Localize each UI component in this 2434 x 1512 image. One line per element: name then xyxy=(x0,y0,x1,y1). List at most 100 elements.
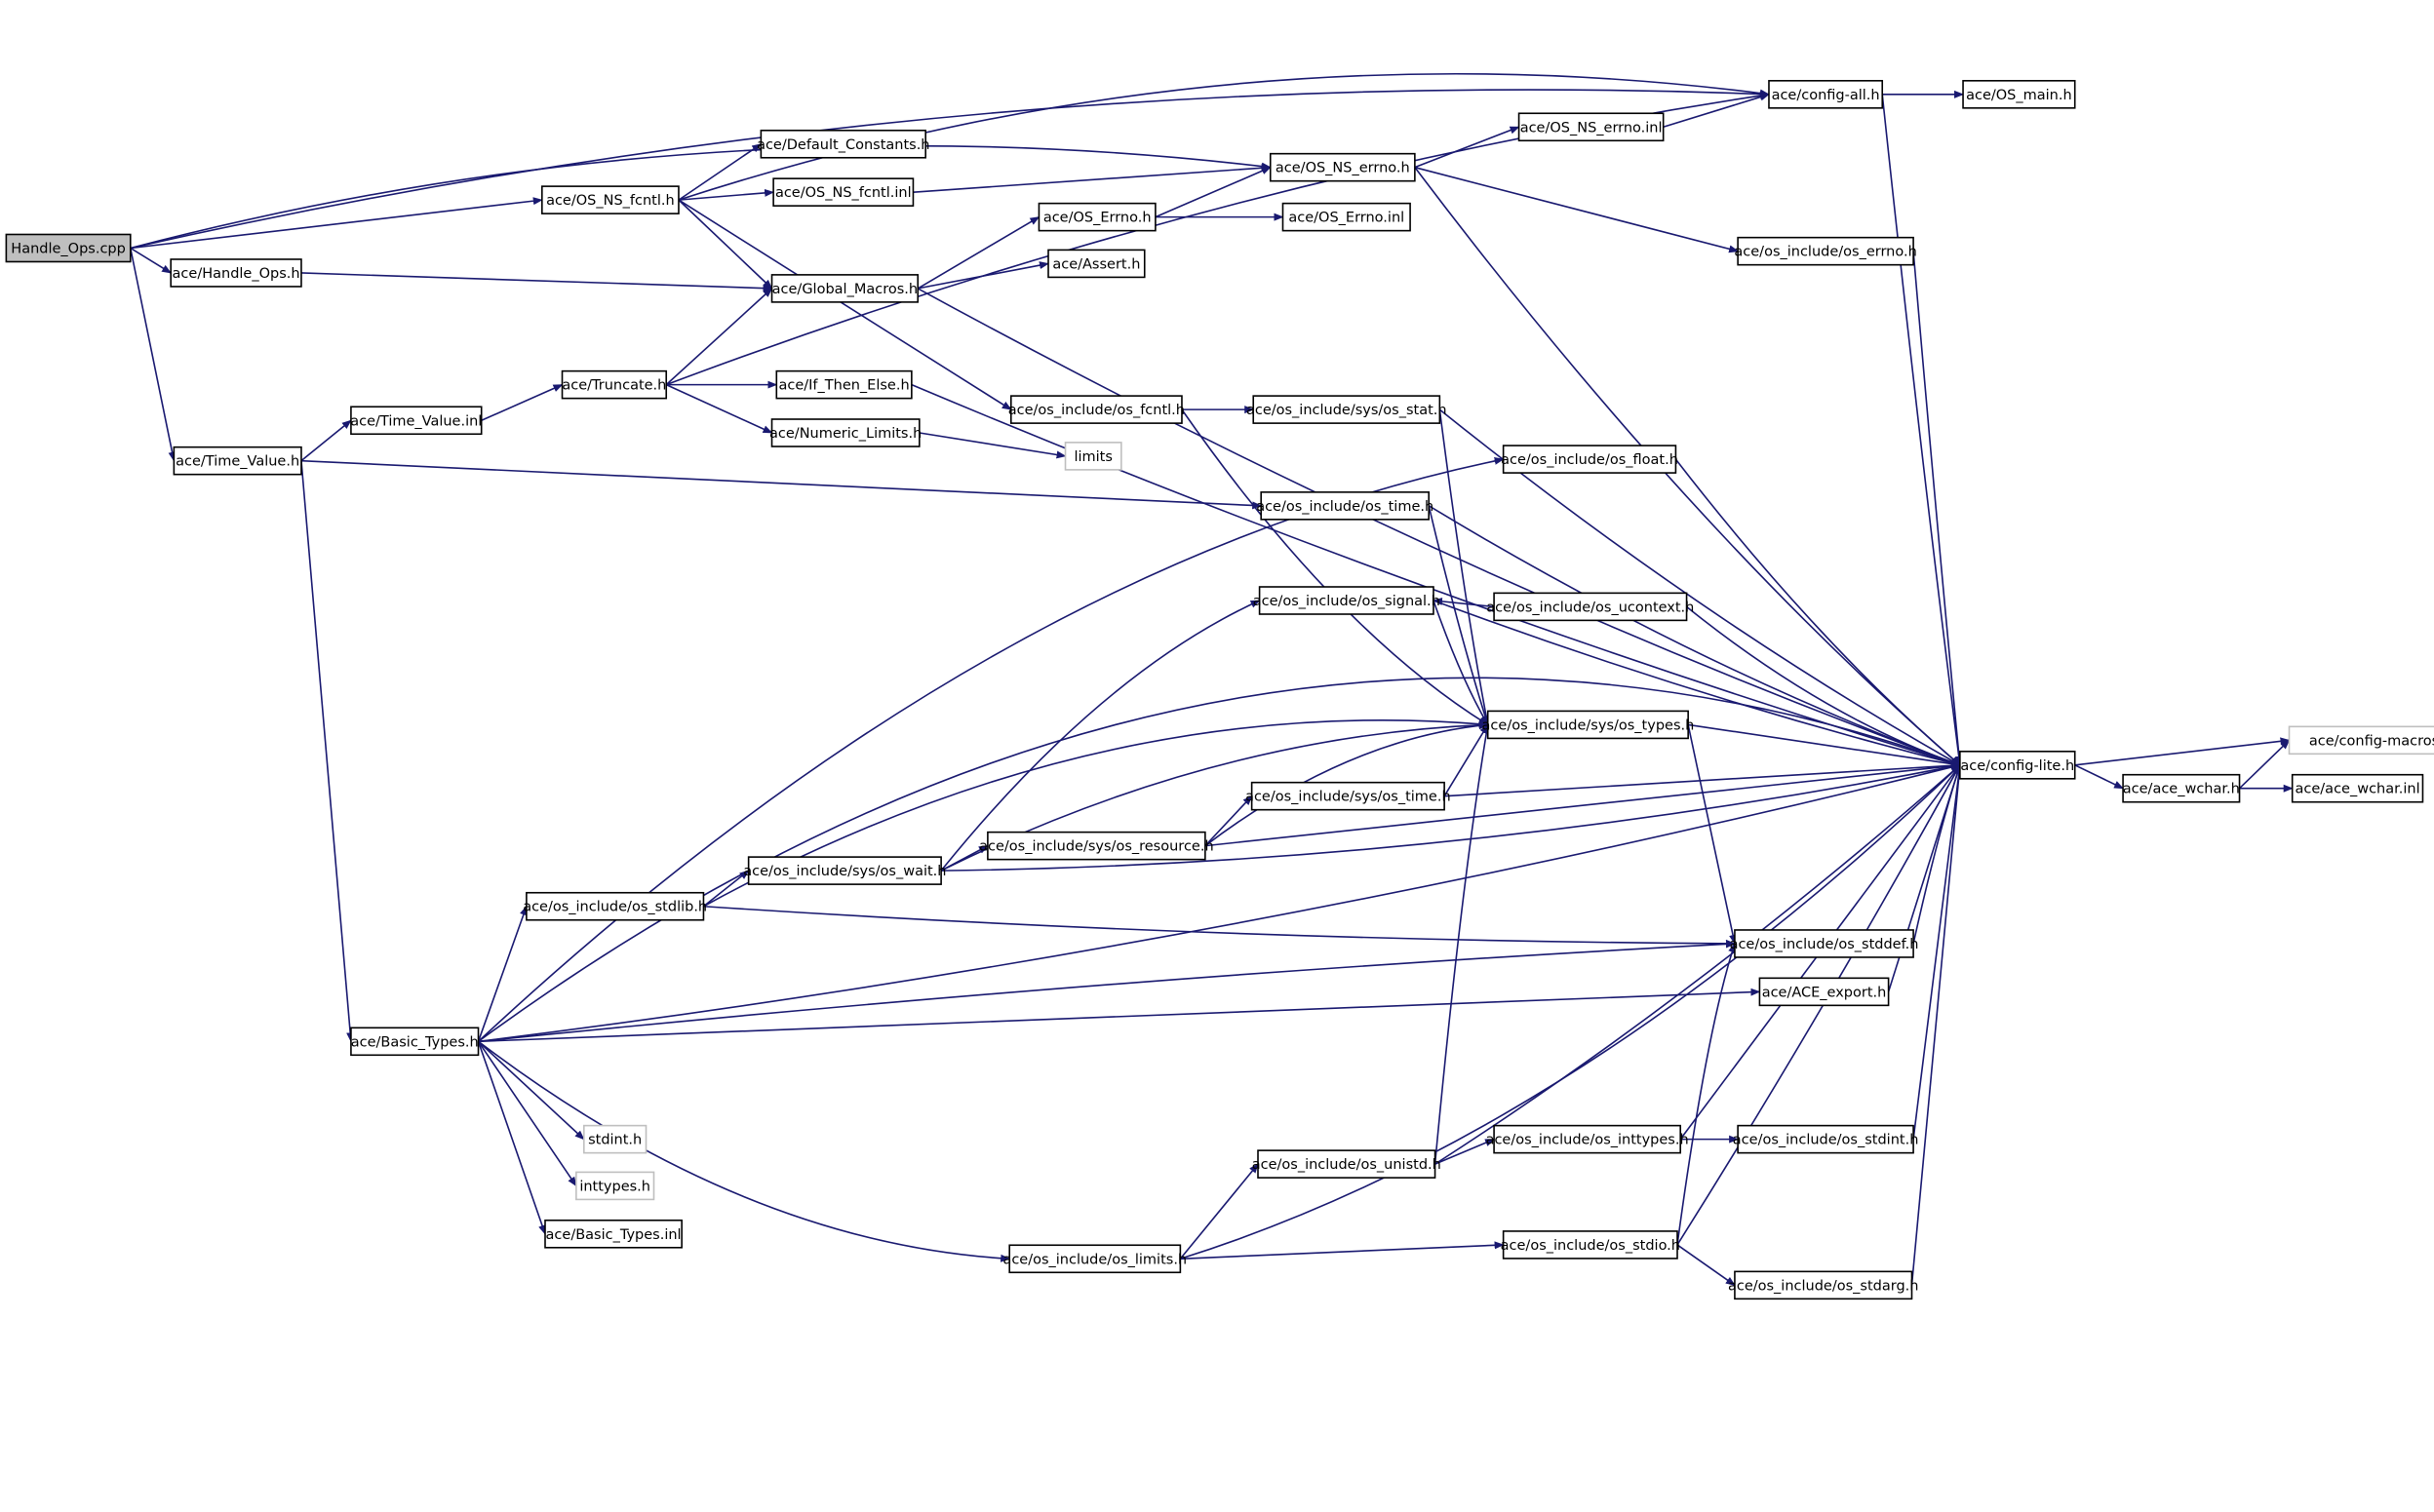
edge-time_value_h-to-basic_types_h xyxy=(300,460,355,1043)
node-ace-export-h[interactable]: ace/ACE_export.h xyxy=(1758,977,1890,1007)
node-box xyxy=(2122,773,2241,803)
node-box xyxy=(541,185,680,214)
node-os-signal-h[interactable]: ace/os_include/os_signal.h xyxy=(1253,586,1440,615)
node-box xyxy=(772,177,915,207)
node-box xyxy=(1252,395,1441,424)
edge-os_ns_errno_h-to-os_ns_errno_inl xyxy=(1414,126,1520,169)
node-box xyxy=(1734,929,1914,958)
node-box xyxy=(770,274,920,303)
node-config-macros-h[interactable]: ace/config-macros.h xyxy=(2288,725,2434,756)
node-os-unistd-h[interactable]: ace/os_include/os_unistd.h xyxy=(1252,1149,1441,1179)
node-label: ace/os_include/sys/os_types.h xyxy=(1482,717,1695,733)
node-os-stdint-h[interactable]: ace/os_include/os_stdint.h xyxy=(1733,1124,1919,1154)
edge-os_stdio_h-to-os_stdarg_h xyxy=(1676,1244,1736,1286)
edge-handle_ops_cpp-to-time_value_h xyxy=(129,248,177,462)
node-os-stdio-h[interactable]: ace/os_include/os_stdio.h xyxy=(1501,1230,1680,1260)
node-os-ns-errno-h[interactable]: ace/OS_NS_errno.h xyxy=(1269,152,1416,182)
node-handle-ops-h[interactable]: ace/Handle_Ops.h xyxy=(170,258,302,288)
node-os-fcntl-h[interactable]: ace/os_include/os_fcntl.h xyxy=(1008,395,1185,424)
node-if-then-else-h[interactable]: ace/If_Then_Else.h xyxy=(775,369,913,400)
node-os-float-h[interactable]: ace/os_include/os_float.h xyxy=(1501,445,1678,474)
node-box xyxy=(1768,80,1884,109)
node-os-errno-inl[interactable]: ace/OS_Errno.inl xyxy=(1281,202,1411,232)
node-label: limits xyxy=(1074,449,1112,465)
edge-global_macros_h-to-config_lite_h xyxy=(917,288,1961,766)
node-label: ace/Default_Constants.h xyxy=(757,137,929,153)
node-os-stdlib-h[interactable]: ace/os_include/os_stdlib.h xyxy=(523,891,707,921)
edge-os_ns_errno_h-to-config_lite_h xyxy=(1414,167,1961,766)
edge-global_macros_h-to-assert_h xyxy=(918,261,1049,290)
edge-os_limits_h-to-os_stdio_h xyxy=(1180,1241,1505,1260)
edge-os_time_h-to-sys_os_types_h xyxy=(1428,505,1489,726)
node-label: ace/os_include/os_stdarg.h xyxy=(1728,1278,1918,1294)
node-os-ns-fcntl-inl[interactable]: ace/OS_NS_fcntl.inl xyxy=(772,177,915,207)
edge-sys_os_types_h-to-config_lite_h xyxy=(1688,723,1961,768)
node-label: ace/Time_Value.inl xyxy=(350,413,482,429)
node-basic-types-inl[interactable]: ace/Basic_Types.inl xyxy=(544,1219,683,1249)
edge-layer xyxy=(129,72,2294,1286)
node-global-macros-h[interactable]: ace/Global_Macros.h xyxy=(770,274,920,303)
node-ace-wchar-inl[interactable]: ace/ace_wchar.inl xyxy=(2291,773,2424,803)
node-default-constants-h[interactable]: ace/Default_Constants.h xyxy=(757,129,930,159)
node-label: ace/os_include/os_float.h xyxy=(1501,452,1678,468)
node-sys-os-wait-h[interactable]: ace/os_include/sys/os_wait.h xyxy=(743,856,947,885)
edge-time_value_inl-to-truncate_h xyxy=(481,383,564,421)
node-box xyxy=(350,406,483,436)
node-box xyxy=(561,369,668,400)
node-os-ns-fcntl-h[interactable]: ace/OS_NS_fcntl.h xyxy=(541,185,680,214)
edge-os_ns_fcntl_inl-to-os_ns_errno_h xyxy=(913,164,1272,193)
edge-basic_types_h-to-inttypes_h xyxy=(477,1040,577,1187)
node-numeric-limits-h[interactable]: ace/Numeric_Limits.h xyxy=(769,418,922,447)
node-os-stddef-h[interactable]: ace/os_include/os_stddef.h xyxy=(1730,929,1919,958)
node-sys-os-time-h[interactable]: ace/os_include/sys/os_time.h xyxy=(1245,781,1451,811)
node-os-include-os-errno-h[interactable]: ace/os_include/os_errno.h xyxy=(1734,236,1917,266)
node-label: ace/OS_Errno.inl xyxy=(1288,211,1404,226)
node-handle-ops-cpp[interactable]: Handle_Ops.cpp xyxy=(5,233,132,263)
node-basic-types-h[interactable]: ace/Basic_Types.h xyxy=(350,1027,480,1057)
edge-sys_os_time_h-to-config_lite_h xyxy=(1444,761,1961,797)
node-sys-os-stat-h[interactable]: ace/os_include/sys/os_stat.h xyxy=(1246,395,1447,424)
edge-sys_os_resource_h-to-sys_os_types_h xyxy=(1204,721,1489,847)
edge-os_unistd_h-to-config_lite_h xyxy=(1434,764,1961,1165)
node-os-stdarg-h[interactable]: ace/os_include/os_stdarg.h xyxy=(1728,1270,1918,1300)
edge-config_lite_h-to-config_macros_h xyxy=(2074,737,2291,766)
node-os-ucontext-h[interactable]: ace/os_include/os_ucontext.h xyxy=(1486,592,1694,622)
node-os-main-h[interactable]: ace/OS_main.h xyxy=(1962,80,2076,109)
node-box xyxy=(1493,1124,1681,1154)
node-time-value-h[interactable]: ace/Time_Value.h xyxy=(173,446,302,476)
node-label: ace/os_include/os_stdint.h xyxy=(1733,1133,1919,1148)
node-stdint-h[interactable]: stdint.h xyxy=(583,1124,648,1154)
node-label: inttypes.h xyxy=(579,1179,650,1194)
node-os-inttypes-h[interactable]: ace/os_include/os_inttypes.h xyxy=(1486,1124,1689,1154)
node-os-limits-h[interactable]: ace/os_include/os_limits.h xyxy=(1002,1244,1187,1274)
edge-os_stdint_h-to-config_lite_h xyxy=(1912,763,1963,1140)
node-os-ns-errno-inl[interactable]: ace/OS_NS_errno.inl xyxy=(1517,112,1665,142)
edge-config_lite_h-to-ace_wchar_h xyxy=(2074,764,2124,790)
edge-numeric_limits_h-to-limits xyxy=(919,432,1067,459)
node-os-time-h[interactable]: ace/os_include/os_time.h xyxy=(1256,491,1433,521)
node-os-errno-h[interactable]: ace/OS_Errno.h xyxy=(1038,202,1157,232)
node-inttypes-h[interactable]: inttypes.h xyxy=(575,1171,655,1201)
node-sys-os-resource-h[interactable]: ace/os_include/sys/os_resource.h xyxy=(979,831,1214,861)
node-limits[interactable]: limits xyxy=(1064,442,1122,471)
node-config-lite-h[interactable]: ace/config-lite.h xyxy=(1959,751,2076,780)
node-box xyxy=(1737,236,1914,266)
node-box xyxy=(350,1027,480,1057)
node-label: ace/Numeric_Limits.h xyxy=(769,426,922,442)
node-label: ace/os_include/os_errno.h xyxy=(1734,245,1916,260)
node-config-all-h[interactable]: ace/config-all.h xyxy=(1768,80,1884,109)
edge-os_stddef_h-to-config_lite_h xyxy=(1912,763,1961,945)
edge-os_ucontext_h-to-config_lite_h xyxy=(1686,605,1961,766)
node-truncate-h[interactable]: ace/Truncate.h xyxy=(561,369,668,400)
node-box xyxy=(1257,1149,1436,1179)
node-assert-h[interactable]: ace/Assert.h xyxy=(1047,249,1146,279)
node-sys-os-types-h[interactable]: ace/os_include/sys/os_types.h xyxy=(1482,710,1695,740)
edge-handle_ops_cpp-to-os_ns_errno_h xyxy=(130,144,1272,250)
node-label: ace/OS_main.h xyxy=(1966,88,2072,103)
edge-time_value_h-to-os_time_h xyxy=(300,459,1263,510)
node-box xyxy=(5,233,132,263)
node-time-value-inl[interactable]: ace/Time_Value.inl xyxy=(350,406,483,436)
node-label: ace/If_Then_Else.h xyxy=(778,378,909,394)
node-ace-wchar-h[interactable]: ace/ace_wchar.h xyxy=(2122,773,2241,803)
edge-sys_os_wait_h-to-config_lite_h xyxy=(941,762,1961,872)
